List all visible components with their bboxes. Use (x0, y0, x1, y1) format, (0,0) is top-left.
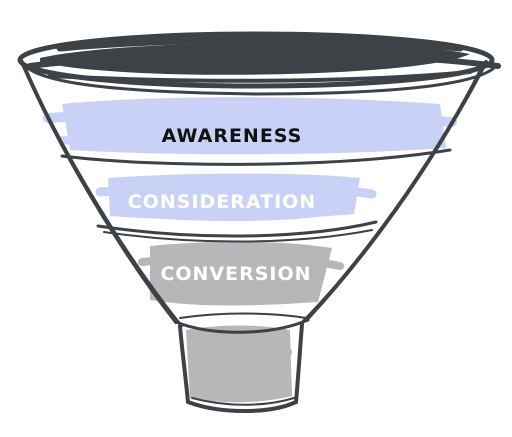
awareness-label: AWARENESS (162, 125, 303, 147)
conversion-label: CONVERSION (160, 263, 311, 285)
consideration-label: CONSIDERATION (128, 191, 316, 213)
spout-fill (186, 325, 292, 403)
awareness-band (43, 97, 457, 155)
conversion-band (138, 241, 344, 306)
funnel-outline (20, 60, 488, 413)
consideration-band (95, 173, 377, 222)
funnel-rim (17, 31, 501, 96)
